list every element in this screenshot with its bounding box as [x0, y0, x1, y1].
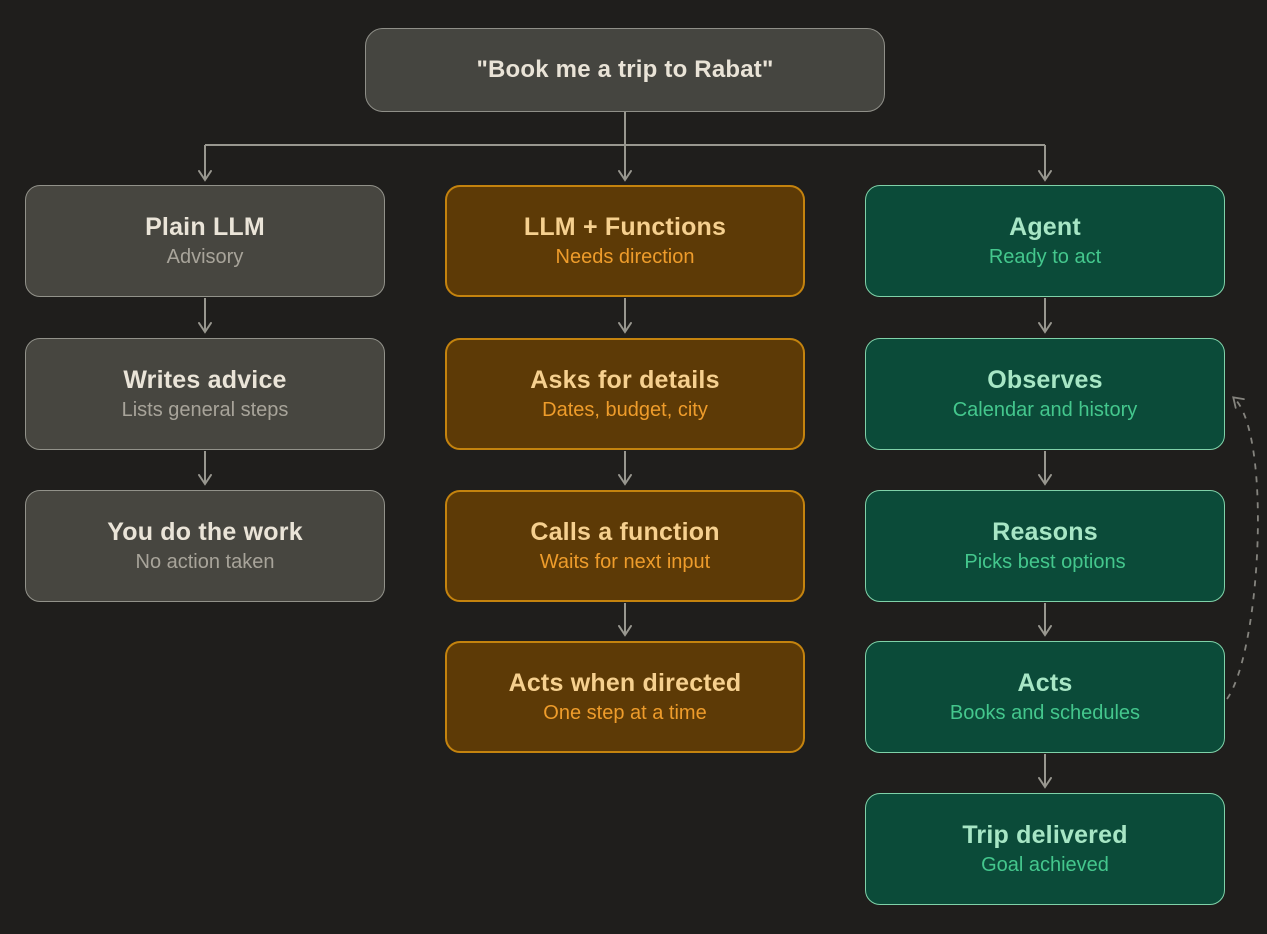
node-you-do-the-work: You do the work No action taken: [25, 490, 385, 602]
node-title: "Book me a trip to Rabat": [476, 56, 774, 84]
node-asks-for-details: Asks for details Dates, budget, city: [445, 338, 805, 450]
node-title: Acts when directed: [508, 668, 742, 697]
node-title: Writes advice: [123, 365, 287, 394]
node-reasons: Reasons Picks best options: [865, 490, 1225, 602]
node-subtitle: No action taken: [135, 551, 275, 574]
node-title: LLM + Functions: [523, 212, 727, 241]
node-title: Acts: [1017, 668, 1073, 697]
node-acts: Acts Books and schedules: [865, 641, 1225, 753]
node-title: Asks for details: [530, 365, 720, 394]
node-subtitle: Advisory: [166, 246, 244, 269]
node-acts-when-directed: Acts when directed One step at a time: [445, 641, 805, 753]
node-llm-functions: LLM + Functions Needs direction: [445, 185, 805, 297]
node-subtitle: Books and schedules: [949, 702, 1141, 725]
node-title: Calls a function: [530, 517, 720, 546]
node-subtitle: One step at a time: [543, 702, 707, 725]
node-subtitle: Ready to act: [988, 246, 1102, 269]
node-subtitle: Dates, budget, city: [542, 399, 708, 422]
node-observes: Observes Calendar and history: [865, 338, 1225, 450]
node-title: Agent: [1009, 212, 1081, 241]
edge-feedback-acts-observes: [1226, 396, 1259, 700]
node-writes-advice: Writes advice Lists general steps: [25, 338, 385, 450]
node-plain-llm: Plain LLM Advisory: [25, 185, 385, 297]
node-trip-delivered: Trip delivered Goal achieved: [865, 793, 1225, 905]
node-subtitle: Calendar and history: [952, 399, 1138, 422]
node-user-request: "Book me a trip to Rabat": [365, 28, 885, 112]
node-title: You do the work: [107, 517, 303, 546]
node-title: Trip delivered: [962, 820, 1128, 849]
node-calls-a-function: Calls a function Waits for next input: [445, 490, 805, 602]
node-agent: Agent Ready to act: [865, 185, 1225, 297]
node-title: Reasons: [992, 517, 1098, 546]
node-subtitle: Needs direction: [555, 246, 695, 269]
node-title: Observes: [987, 365, 1103, 394]
node-subtitle: Picks best options: [964, 551, 1126, 574]
node-title: Plain LLM: [145, 212, 265, 241]
node-subtitle: Lists general steps: [121, 399, 289, 422]
node-subtitle: Goal achieved: [981, 854, 1109, 877]
node-subtitle: Waits for next input: [539, 551, 711, 574]
